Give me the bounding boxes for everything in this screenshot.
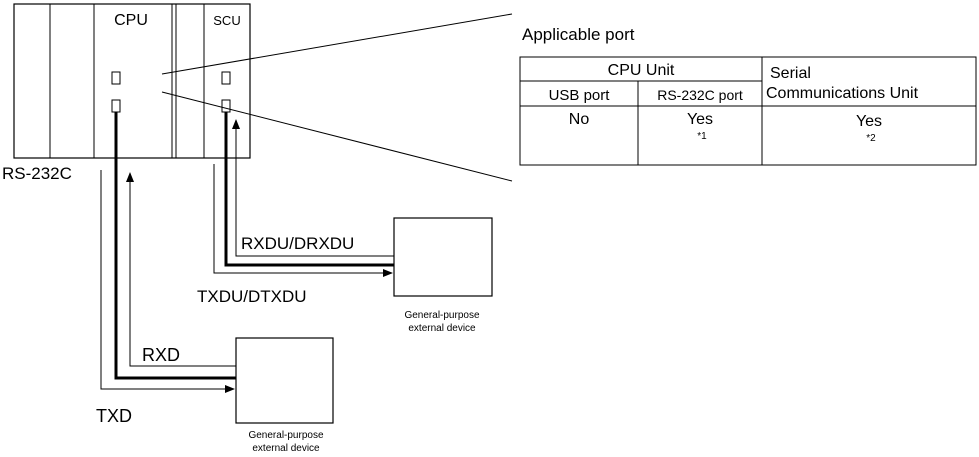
- callout-line-bottom: [161, 91, 513, 182]
- cpu-rs232c-port: [111, 99, 121, 113]
- device-upper-line2: external device: [408, 323, 476, 334]
- txdu-label: TXDU/DTXDU: [197, 287, 307, 306]
- serial-header-line1: Serial: [770, 65, 811, 82]
- rs232c-label: RS-232C: [2, 164, 72, 183]
- usb-port-value: No: [569, 111, 590, 128]
- cpu-wiring: RXD TXD: [96, 112, 236, 426]
- rxdu-label: RXDU/DRXDU: [241, 234, 354, 253]
- serial-header-line2: Communications Unit: [766, 85, 919, 102]
- txdu-arrow: [213, 164, 393, 277]
- rs232c-port-note: *1: [697, 131, 707, 142]
- cpu-cable: [114, 112, 236, 380]
- serial-unit-value: Yes: [856, 113, 882, 130]
- usb-port-header: USB port: [549, 87, 611, 104]
- scu-wiring: RXDU/DRXDU TXDU/DTXDU: [197, 112, 394, 306]
- scu-cable: [224, 112, 394, 267]
- table-title: Applicable port: [522, 25, 635, 44]
- cpu-port-upper: [111, 71, 121, 85]
- serial-unit-note: *2: [866, 133, 876, 144]
- device-upper-line1: General-purpose: [404, 310, 479, 321]
- table-outline: [519, 56, 977, 166]
- device-lower-line1: General-purpose: [248, 430, 323, 441]
- callout-line-top: [161, 13, 513, 75]
- plc-rack: CPU SCU RS-232C: [2, 3, 251, 183]
- scu-port-upper: [221, 71, 231, 85]
- cpu-label: CPU: [114, 12, 148, 29]
- txd-arrow: [100, 170, 235, 393]
- rack-outline: [13, 3, 251, 159]
- rxdu-arrow: [232, 119, 394, 257]
- txd-label: TXD: [96, 406, 132, 426]
- rxd-arrow: [126, 172, 236, 367]
- device-lower-line2: external device: [252, 443, 320, 454]
- applicable-port-table: Applicable port CPU Unit Serial Communic…: [519, 25, 977, 166]
- scu-port-lower: [221, 99, 231, 113]
- rxd-label: RXD: [142, 345, 180, 365]
- external-device-lower: General-purpose external device: [235, 337, 334, 454]
- device-box-upper: [393, 217, 493, 297]
- cpu-unit-header: CPU Unit: [608, 62, 675, 79]
- external-device-upper: General-purpose external device: [393, 217, 493, 334]
- rs232c-port-value: Yes: [687, 111, 713, 128]
- rs232c-port-header: RS-232C port: [657, 87, 743, 103]
- device-box-lower: [235, 337, 334, 424]
- scu-label: SCU: [213, 13, 240, 28]
